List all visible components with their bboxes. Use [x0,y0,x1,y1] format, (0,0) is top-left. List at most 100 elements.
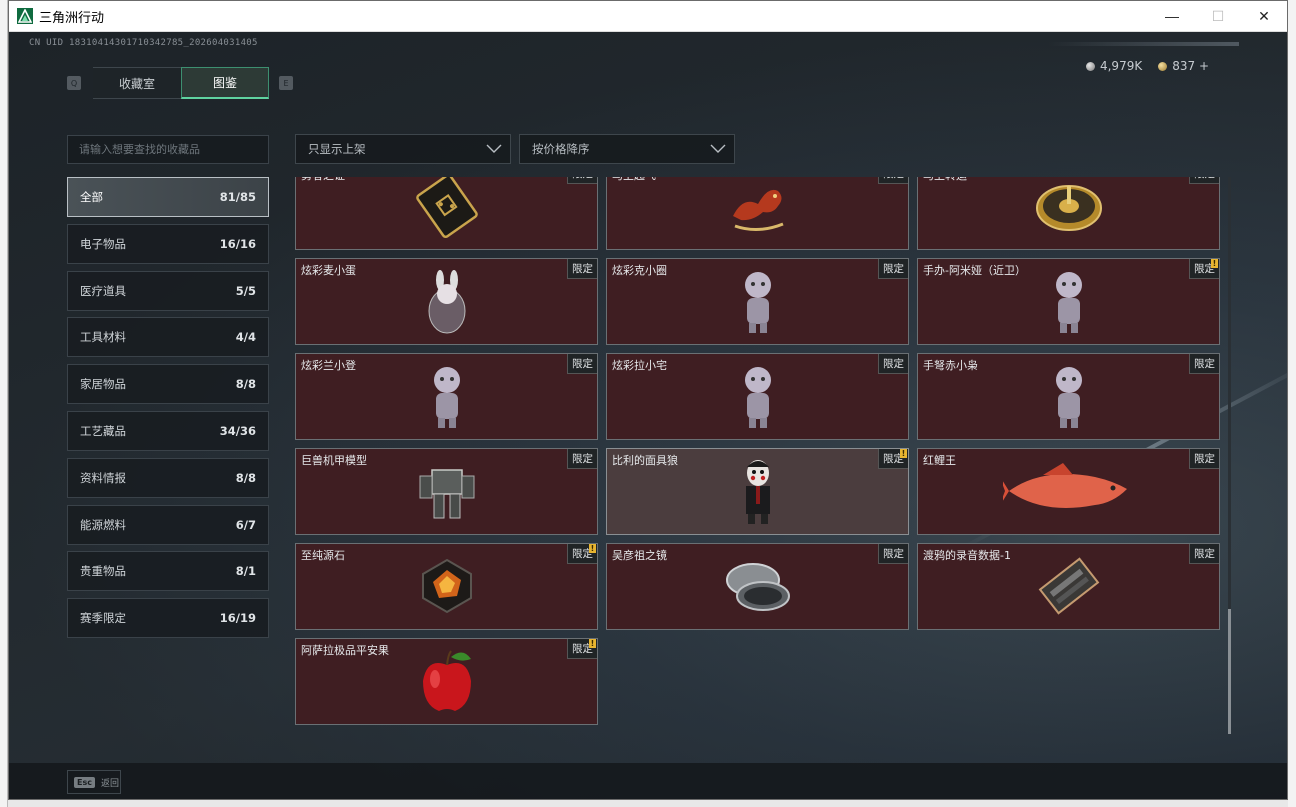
figure-icon [1044,360,1094,436]
category-label: 医疗道具 [80,283,126,298]
collectible-card[interactable]: 炫彩克小圈 限定 [606,258,909,345]
collectible-card[interactable]: 巨兽机甲模型限定 [295,448,598,535]
figure-icon [733,265,783,341]
scrollbar-thumb[interactable] [1228,609,1231,734]
bottom-bar: Esc 返回 [9,763,1287,799]
limited-badge: 限定 [878,259,908,279]
sort-dropdown[interactable]: 按价格降序 [519,134,735,164]
mirror-icon [723,558,793,618]
limited-badge: 限定 [1189,177,1219,184]
wheel-icon [1034,177,1104,240]
figure-icon [733,360,783,436]
limited-badge: 限定 [1189,449,1219,469]
game-viewport: CN UID 18310414301710342785_202604031405… [9,32,1287,799]
app-window: 三角洲行动 — ☐ ✕ CN UID 18310414301710342785_… [8,0,1288,800]
category-label: 电子物品 [80,236,126,251]
chevron-down-icon [710,144,726,153]
tab-collection-room[interactable]: 收藏室 [93,67,181,99]
collectible-card[interactable]: 比利的面具狼限定! [606,448,909,535]
card-icon [412,177,482,245]
category-count: 4/4 [235,330,256,345]
collectible-card[interactable]: 吴彦祖之镜限定 [606,543,909,630]
key-e-hint[interactable]: E [279,76,293,90]
collectible-card[interactable]: 红鲤王 限定 [917,448,1220,535]
collectible-card[interactable]: 炫彩拉小宅限定 [606,353,909,440]
collectible-card[interactable]: 手办-阿米娅（近卫）限定! [917,258,1220,345]
fish-icon [998,463,1135,523]
main-tabs: 收藏室 图鉴 [93,67,269,99]
limited-badge: 限定 [878,354,908,374]
limited-badge: 限定 [567,354,597,374]
item-name: 红鲤王 [923,454,956,467]
figure-icon [422,360,472,436]
desktop-edge-right [1288,0,1296,807]
grid-scrollbar[interactable] [1228,177,1231,734]
maximize-button[interactable]: ☐ [1211,7,1225,24]
category-label: 贵重物品 [80,564,126,579]
category-count: 8/1 [235,564,256,579]
category-count: 34/36 [219,423,256,438]
alert-icon: ! [1211,259,1218,268]
tab-catalog[interactable]: 图鉴 [181,67,269,99]
alert-icon: ! [589,544,596,553]
category-label: 工具材料 [80,330,126,345]
puppet-icon [735,455,781,531]
user-uid: CN UID 18310414301710342785_202604031405 [29,38,258,48]
gold-amount: 837 + [1172,59,1209,73]
item-name: 渡鸦的录音数据-1 [923,549,1011,562]
collectible-card[interactable]: 阿萨拉极品平安果限定! [295,638,598,725]
horse-icon [723,177,793,240]
category-valuables[interactable]: 贵重物品 8/1 [67,551,269,592]
chevron-down-icon [486,144,502,153]
item-name: 吴彦祖之镜 [612,549,667,562]
currency-bar: 4,979K 837 + [1085,59,1209,73]
silver-amount: 4,979K [1099,59,1143,73]
item-name: 炫彩兰小登 [301,359,356,372]
item-name: 炫彩麦小蛋 [301,264,356,277]
back-button[interactable]: Esc 返回 [67,770,121,794]
category-label: 资料情报 [80,470,126,485]
category-tools[interactable]: 工具材料 4/4 [67,317,269,358]
category-label: 全部 [80,190,103,204]
gold-currency[interactable]: 837 + [1158,59,1209,73]
search-box[interactable] [67,135,269,164]
minimize-button[interactable]: — [1165,8,1179,24]
crystal-icon [417,556,477,620]
recorder-icon [1034,553,1104,623]
item-grid-viewport: 勇者之证限定马上起飞限定马上转运限定炫彩麦小蛋限定炫彩克小圈限定手办-阿米娅（近… [295,177,1235,733]
item-name: 炫彩克小圈 [612,264,667,277]
collectible-card[interactable]: 炫彩兰小登 限定 [295,353,598,440]
apple-icon [417,647,477,719]
category-count: 6/7 [235,517,256,532]
category-electronics[interactable]: 电子物品 16/16 [67,223,269,264]
collectible-card[interactable]: 炫彩麦小蛋限定 [295,258,598,345]
app-logo-icon [17,8,33,24]
collectible-card[interactable]: 勇者之证限定 [295,177,598,250]
limited-badge: 限定 [1189,544,1219,564]
top-decor-line [1049,42,1239,46]
limited-badge: 限定 [567,449,597,469]
collectible-card[interactable]: 手弩赤小枭限定 [917,353,1220,440]
collectible-card[interactable]: 至纯源石限定! [295,543,598,630]
title-bar: 三角洲行动 — ☐ ✕ [9,1,1287,32]
sort-value: 按价格降序 [532,142,590,156]
item-name: 手办-阿米娅（近卫） [923,264,1026,277]
key-q-hint[interactable]: Q [67,76,81,90]
collectible-card[interactable]: 渡鸦的录音数据-1 限定 [917,543,1220,630]
silver-currency: 4,979K [1085,59,1143,73]
close-button[interactable]: ✕ [1258,7,1270,24]
shelf-filter-dropdown[interactable]: 只显示上架 [295,134,511,164]
collectible-card[interactable]: 马上转运限定 [917,177,1220,250]
search-input[interactable] [79,143,268,156]
collectible-card[interactable]: 马上起飞限定 [606,177,909,250]
gold-coin-icon [1158,61,1168,71]
category-count: 16/16 [219,236,256,251]
